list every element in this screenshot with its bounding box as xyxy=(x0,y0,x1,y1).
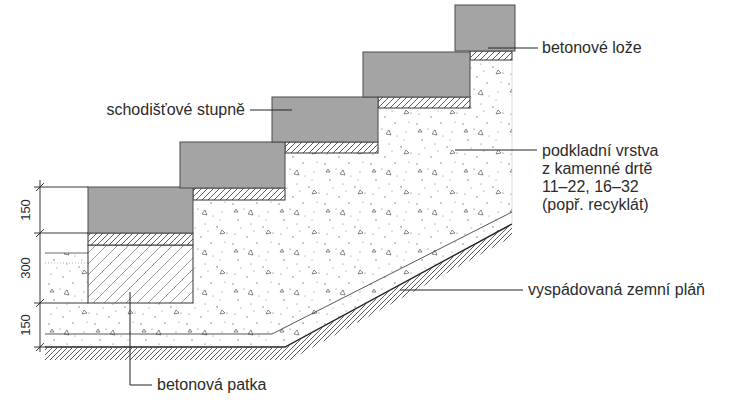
callout-label: podkladní vrstva z kamenné drtě 11–22, 1… xyxy=(542,142,663,214)
callout-label: vyspádovaná zemní pláň xyxy=(528,281,705,299)
callout-label: schodišťové stupně xyxy=(40,101,245,119)
dimension-text: 300 xyxy=(19,257,33,279)
callout-label: betonové lože xyxy=(542,39,642,57)
callout-label: betonová patka xyxy=(157,376,266,394)
dimension-text: 150 xyxy=(19,314,33,336)
dimension-text: 150 xyxy=(19,199,33,221)
